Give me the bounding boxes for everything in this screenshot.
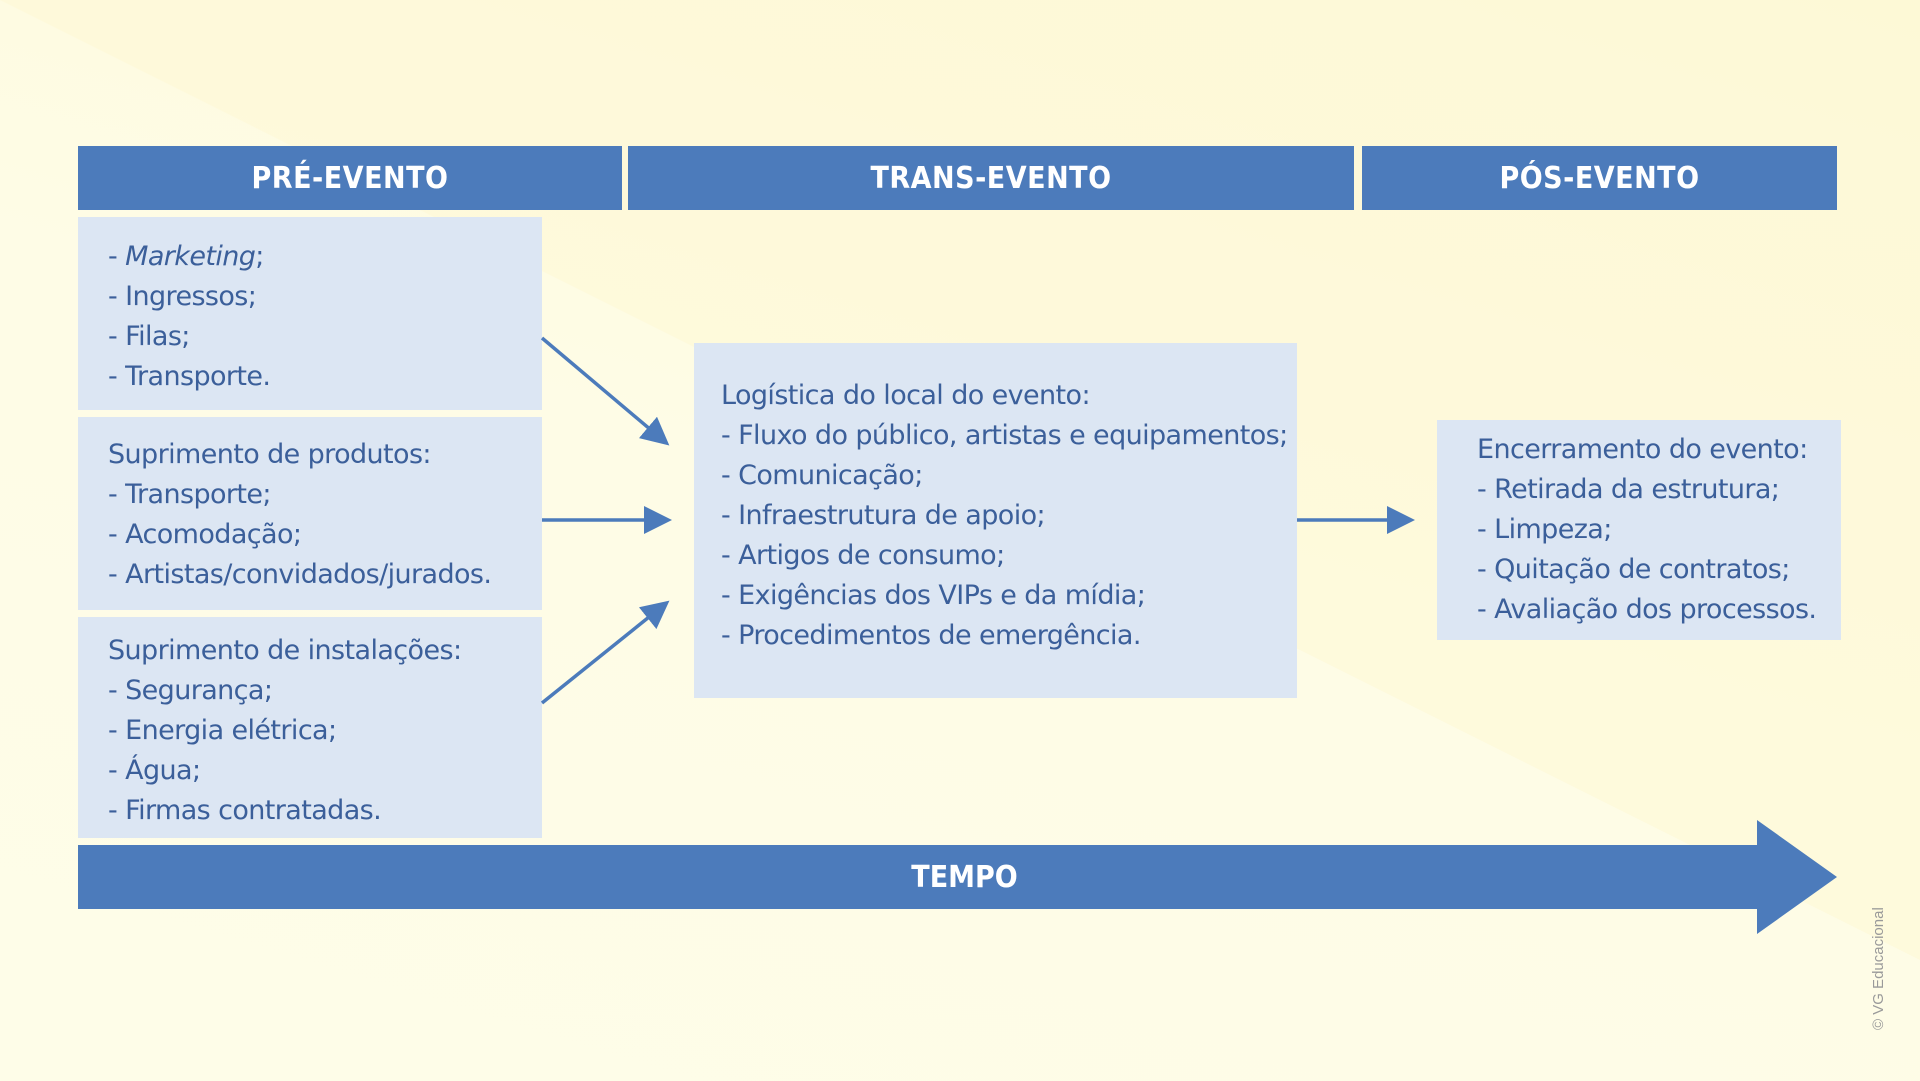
box-marketing: - Marketing; - Ingressos; - Filas; - Tra…: [78, 217, 542, 410]
list-item: - Artistas/convidados/jurados.: [108, 559, 492, 590]
item-transporte: - Transporte.: [108, 361, 271, 392]
item-filas: - Filas;: [108, 321, 190, 352]
box-suprimento-instalacoes: Suprimento de instalações: - Segurança; …: [78, 617, 542, 838]
list-item: - Limpeza;: [1477, 514, 1612, 545]
list-item: - Água;: [108, 755, 201, 786]
box-title: Logística do local do evento:: [721, 380, 1091, 411]
box-suprimento-produtos: Suprimento de produtos: - Transporte; - …: [78, 417, 542, 610]
box-logistica: Logística do local do evento: - Fluxo do…: [694, 343, 1297, 698]
box-encerramento: Encerramento do evento: - Retirada da es…: [1437, 420, 1841, 640]
list-item: - Firmas contratadas.: [108, 795, 382, 826]
list-item: - Energia elétrica;: [108, 715, 337, 746]
list-item: - Infraestrutura de apoio;: [721, 500, 1046, 531]
header-pos-evento: PÓS-EVENTO: [1362, 146, 1837, 210]
header-trans-evento: TRANS-EVENTO: [628, 146, 1354, 210]
box-title: Encerramento do evento:: [1477, 434, 1808, 465]
timeline-label: TEMPO: [911, 859, 1018, 895]
list-item: - Procedimentos de emergência.: [721, 620, 1141, 651]
box-title: Suprimento de instalações:: [108, 635, 462, 666]
list-item: - Avaliação dos processos.: [1477, 594, 1817, 625]
list-item: - Retirada da estrutura;: [1477, 474, 1780, 505]
list-item: - Artigos de consumo;: [721, 540, 1005, 571]
list-item: - Transporte;: [108, 479, 272, 510]
list-item: - Quitação de contratos;: [1477, 554, 1790, 585]
item-marketing: - Marketing;: [108, 241, 264, 272]
copyright-text: © VG Educacional: [1870, 907, 1887, 1030]
list-item: - Acomodação;: [108, 519, 302, 550]
header-pre-evento: PRÉ-EVENTO: [78, 146, 622, 210]
list-item: - Exigências dos VIPs e da mídia;: [721, 580, 1146, 611]
list-item: - Fluxo do público, artistas e equipamen…: [721, 420, 1288, 451]
list-item: - Segurança;: [108, 675, 273, 706]
item-ingressos: - Ingressos;: [108, 281, 257, 312]
list-item: - Comunicação;: [721, 460, 923, 491]
box-title: Suprimento de produtos:: [108, 439, 432, 470]
